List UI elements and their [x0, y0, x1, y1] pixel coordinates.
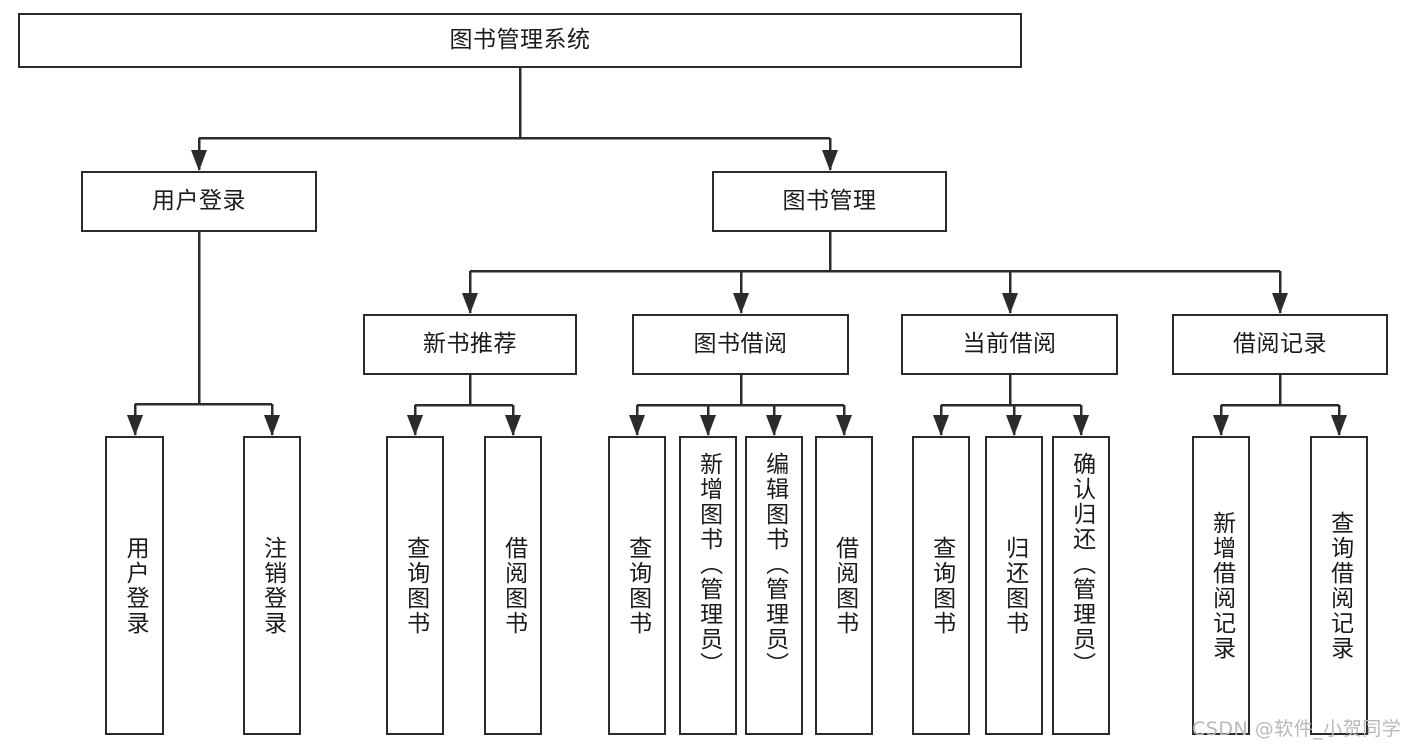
node-label-root: 图书管理系统: [449, 26, 591, 53]
node-leaf-add-record[interactable]: 新增借阅记录: [1192, 436, 1250, 735]
node-label-leaf-logout: 注销登录: [259, 535, 286, 636]
arrow-head-icon-leaf-user-login: [127, 415, 143, 436]
node-leaf-edit-book[interactable]: 编辑图书（管理员）: [745, 436, 803, 735]
node-label-leaf-query-book-cur: 查询图书: [928, 535, 955, 636]
node-leaf-user-login[interactable]: 用户登录: [105, 436, 164, 735]
node-label-new-book-recommend: 新书推荐: [423, 330, 517, 357]
arrow-head-icon-new-book-recommend: [462, 293, 478, 314]
node-label-leaf-confirm-return: 确认归还（管理员）: [1068, 452, 1095, 677]
node-leaf-borrow-book[interactable]: 借阅图书: [815, 436, 873, 735]
arrow-head-icon-borrow-record: [1272, 293, 1288, 314]
node-leaf-add-book[interactable]: 新增图书（管理员）: [679, 436, 737, 735]
node-label-current-borrow: 当前借阅: [962, 330, 1057, 357]
csdn-watermark: CSDN @软件_小贺同学: [1192, 718, 1402, 740]
node-label-leaf-add-record: 新增借阅记录: [1208, 510, 1235, 661]
node-leaf-query-book-cur[interactable]: 查询图书: [912, 436, 970, 735]
node-borrow-record[interactable]: 借阅记录: [1172, 314, 1388, 375]
arrow-head-icon-book-borrow: [733, 293, 749, 314]
node-new-book-recommend[interactable]: 新书推荐: [363, 314, 577, 375]
node-leaf-confirm-return[interactable]: 确认归还（管理员）: [1052, 436, 1110, 735]
node-leaf-query-record[interactable]: 查询借阅记录: [1310, 436, 1368, 735]
node-label-book-manage: 图书管理: [782, 187, 877, 214]
arrow-head-icon-leaf-query-book-cur: [933, 415, 949, 436]
arrow-head-icon-leaf-logout: [264, 415, 280, 436]
node-label-leaf-user-login: 用户登录: [122, 535, 149, 636]
node-label-leaf-return-book: 归还图书: [1001, 535, 1028, 636]
node-book-borrow[interactable]: 图书借阅: [632, 314, 849, 375]
node-leaf-return-book[interactable]: 归还图书: [985, 436, 1043, 735]
arrow-head-icon-leaf-borrow-book: [836, 415, 852, 436]
node-leaf-borrow-book-rec[interactable]: 借阅图书: [484, 436, 542, 735]
node-leaf-query-book-rec[interactable]: 查询图书: [386, 436, 444, 735]
arrow-head-icon-leaf-add-record: [1213, 415, 1229, 436]
node-label-leaf-edit-book: 编辑图书（管理员）: [761, 452, 788, 677]
arrow-head-icon-leaf-confirm-return: [1073, 415, 1089, 436]
node-label-user-login: 用户登录: [152, 187, 246, 214]
node-label-leaf-query-book-rec: 查询图书: [402, 535, 429, 636]
arrow-head-icon-leaf-return-book: [1006, 415, 1022, 436]
arrow-head-icon-leaf-edit-book: [766, 415, 782, 436]
node-leaf-logout[interactable]: 注销登录: [243, 436, 301, 735]
arrow-head-icon-leaf-query-record: [1331, 415, 1347, 436]
node-user-login[interactable]: 用户登录: [81, 171, 317, 232]
node-book-manage[interactable]: 图书管理: [712, 171, 947, 232]
node-label-borrow-record: 借阅记录: [1233, 330, 1327, 357]
node-label-leaf-borrow-book-rec: 借阅图书: [500, 535, 527, 636]
node-label-leaf-query-record: 查询借阅记录: [1326, 510, 1353, 661]
arrow-head-icon-current-borrow: [1002, 293, 1018, 314]
node-current-borrow[interactable]: 当前借阅: [901, 314, 1118, 375]
arrow-head-icon-leaf-query-book-borrow: [629, 415, 645, 436]
node-root[interactable]: 图书管理系统: [18, 13, 1022, 68]
arrow-head-icon-leaf-query-book-rec: [407, 415, 423, 436]
node-leaf-query-book-borrow[interactable]: 查询图书: [608, 436, 666, 735]
arrow-head-icon-leaf-borrow-book-rec: [505, 415, 521, 436]
node-label-book-borrow: 图书借阅: [693, 330, 788, 357]
arrow-head-icon-user-login: [191, 150, 207, 171]
arrow-head-icon-book-manage: [822, 150, 838, 171]
node-label-leaf-borrow-book: 借阅图书: [831, 535, 858, 636]
node-label-leaf-query-book-borrow: 查询图书: [624, 535, 651, 636]
arrow-head-icon-leaf-add-book: [700, 415, 716, 436]
node-label-leaf-add-book: 新增图书（管理员）: [695, 452, 722, 677]
